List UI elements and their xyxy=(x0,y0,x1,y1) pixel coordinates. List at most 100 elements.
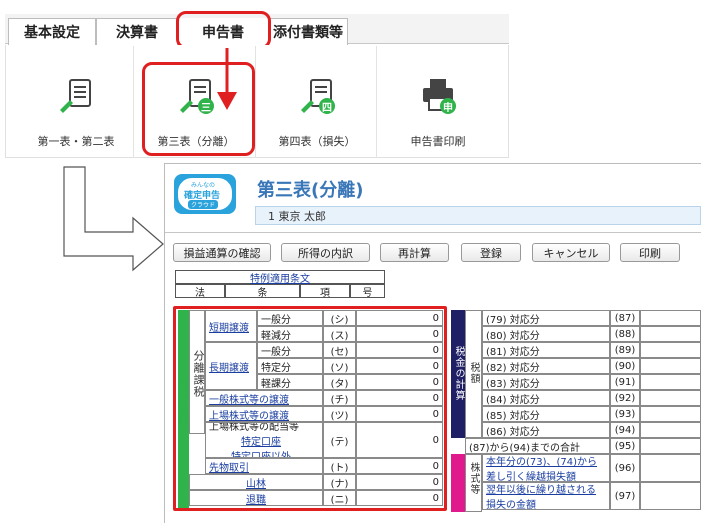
item-label: 号 xyxy=(350,284,385,299)
carryforward-loss-link[interactable]: 翌年以後に繰り越される 損失の金額 xyxy=(482,482,610,510)
amount-field[interactable] xyxy=(640,438,701,454)
cancel-button[interactable]: キャンセル xyxy=(532,243,610,262)
document-edit-icon: 三 xyxy=(176,76,216,116)
loss-offset-check-button[interactable]: 損益通算の確認 xyxy=(173,243,271,262)
row-code: (87) xyxy=(610,310,640,326)
amount-field[interactable] xyxy=(640,390,701,406)
row-code: (テ) xyxy=(323,422,356,458)
specific-account-link[interactable]: 特定口座 xyxy=(241,436,281,448)
first-second-table-label: 第一表・第二表 xyxy=(37,135,115,148)
carryover-deduct-link[interactable]: 本年分の(73)、(74)から 差し引く繰越損失額 xyxy=(482,454,610,482)
amount-field[interactable]: 0 xyxy=(356,310,443,326)
long-term-transfer-link[interactable]: 長期譲渡 xyxy=(205,342,257,390)
row-code: (95) xyxy=(610,438,640,454)
print-return-button[interactable]: 申 申告書印刷 xyxy=(388,60,488,150)
tab-tax-return[interactable]: 申告書 xyxy=(178,18,268,45)
ribbon-divider xyxy=(376,46,377,158)
row-code: (91) xyxy=(610,374,640,390)
tax-row-label: (80) 対応分 xyxy=(482,326,610,342)
row-code: (88) xyxy=(610,326,640,342)
separate-tax-label: 分離課税 xyxy=(192,350,205,398)
first-second-table-button[interactable]: 第一表・第二表 xyxy=(26,60,126,150)
row-code: (89) xyxy=(610,342,640,358)
tax-row-label: (79) 対応分 xyxy=(482,310,610,326)
income-side-label: 収入金額 xyxy=(178,378,191,426)
row-code: (92) xyxy=(610,390,640,406)
fourth-table-label: 第四表（損失） xyxy=(278,135,356,148)
tab-attachments[interactable]: 添付書類等 xyxy=(268,18,348,45)
amount-field[interactable] xyxy=(640,358,701,374)
separate-tax-cell xyxy=(189,310,205,434)
listed-stock-transfer-link[interactable]: 上場株式等の譲渡 xyxy=(205,406,323,422)
amount-field[interactable]: 0 xyxy=(356,406,443,422)
tax-calc-side-bar xyxy=(451,310,465,438)
taxpayer-name: 1 東京 太郎 xyxy=(268,210,326,223)
row-kind: 特定分 xyxy=(257,358,323,374)
tab-financial-statements[interactable]: 決算書 xyxy=(96,18,178,45)
recalculate-button[interactable]: 再計算 xyxy=(380,243,449,262)
row-code: (ト) xyxy=(323,458,356,474)
amount-field[interactable]: 0 xyxy=(356,474,443,490)
carryforward-loss-line2: 損失の金額 xyxy=(486,500,536,510)
amount-field[interactable] xyxy=(640,406,701,422)
paragraph-label: 項 xyxy=(300,284,350,299)
tax-calc-side-label: 税金の計算 xyxy=(453,346,464,401)
print-button[interactable]: 印刷 xyxy=(620,243,680,262)
document-edit-icon: 四 xyxy=(297,76,337,116)
income-highlight xyxy=(173,306,447,511)
logo-line-2: 確定申告 xyxy=(184,191,221,201)
row-code: (タ) xyxy=(323,374,356,390)
amount-field[interactable] xyxy=(640,374,701,390)
amount-field[interactable] xyxy=(640,482,701,510)
third-table-button[interactable]: 三 第三表（分離） xyxy=(146,60,246,150)
amount-field[interactable]: 0 xyxy=(356,458,443,474)
tab-basic-settings[interactable]: 基本設定 xyxy=(8,18,96,45)
amount-field[interactable]: 0 xyxy=(356,342,443,358)
amount-field[interactable]: 0 xyxy=(356,374,443,390)
income-breakdown-button[interactable]: 所得の内訳 xyxy=(281,243,370,262)
amount-field[interactable]: 0 xyxy=(356,490,443,506)
income-side-bar xyxy=(178,310,189,510)
amount-field[interactable]: 0 xyxy=(356,326,443,342)
law-label: 法 xyxy=(175,284,225,299)
stock-side-label: 株式等 xyxy=(468,462,479,495)
non-specific-account-link[interactable]: 特定口座以外 xyxy=(231,451,291,458)
badge-three: 三 xyxy=(201,103,211,114)
row-code: (ソ) xyxy=(323,358,356,374)
general-stock-transfer-link[interactable]: 一般株式等の譲渡 xyxy=(205,390,323,406)
amount-field[interactable]: 0 xyxy=(356,422,443,458)
badge-submit: 申 xyxy=(443,103,453,114)
amount-field[interactable] xyxy=(640,454,701,482)
amount-field[interactable]: 0 xyxy=(356,358,443,374)
amount-field[interactable] xyxy=(640,342,701,358)
futures-trading-link[interactable]: 先物取引 xyxy=(205,458,323,474)
row-code: (96) xyxy=(610,454,640,482)
amount-field[interactable]: 0 xyxy=(356,390,443,406)
fourth-table-button[interactable]: 四 第四表（損失） xyxy=(267,60,367,150)
amount-field[interactable] xyxy=(640,310,701,326)
row-code: (94) xyxy=(610,422,640,438)
carryforward-loss-line1: 翌年以後に繰り越される xyxy=(486,485,596,496)
short-term-transfer-link[interactable]: 短期譲渡 xyxy=(205,310,257,342)
tax-row-label: (86) 対応分 xyxy=(482,422,610,438)
tax-amount-cell xyxy=(465,310,482,438)
row-kind: 軽減分 xyxy=(257,326,323,342)
row-kind: 軽課分 xyxy=(257,374,323,390)
stock-side-bar xyxy=(451,454,465,512)
row-code: (ツ) xyxy=(323,406,356,422)
tax-row-label: (83) 対応分 xyxy=(482,374,610,390)
red-down-arrow xyxy=(217,48,237,110)
forestry-link[interactable]: 山林 xyxy=(189,474,323,490)
row-code: (ス) xyxy=(323,326,356,342)
amount-field[interactable] xyxy=(640,422,701,438)
special-provision-link[interactable]: 特例適用条文 xyxy=(175,270,385,285)
tax-row-label: (85) 対応分 xyxy=(482,406,610,422)
tax-total-label: (87)から(94)までの合計 xyxy=(465,438,610,454)
retirement-link[interactable]: 退職 xyxy=(189,490,323,506)
logo-line-1: みんなの xyxy=(191,182,216,189)
register-button[interactable]: 登録 xyxy=(461,243,521,262)
ribbon-highlight xyxy=(142,62,255,156)
third-table-label: 第三表（分離） xyxy=(157,135,235,148)
row-code: (シ) xyxy=(323,310,356,326)
amount-field[interactable] xyxy=(640,326,701,342)
